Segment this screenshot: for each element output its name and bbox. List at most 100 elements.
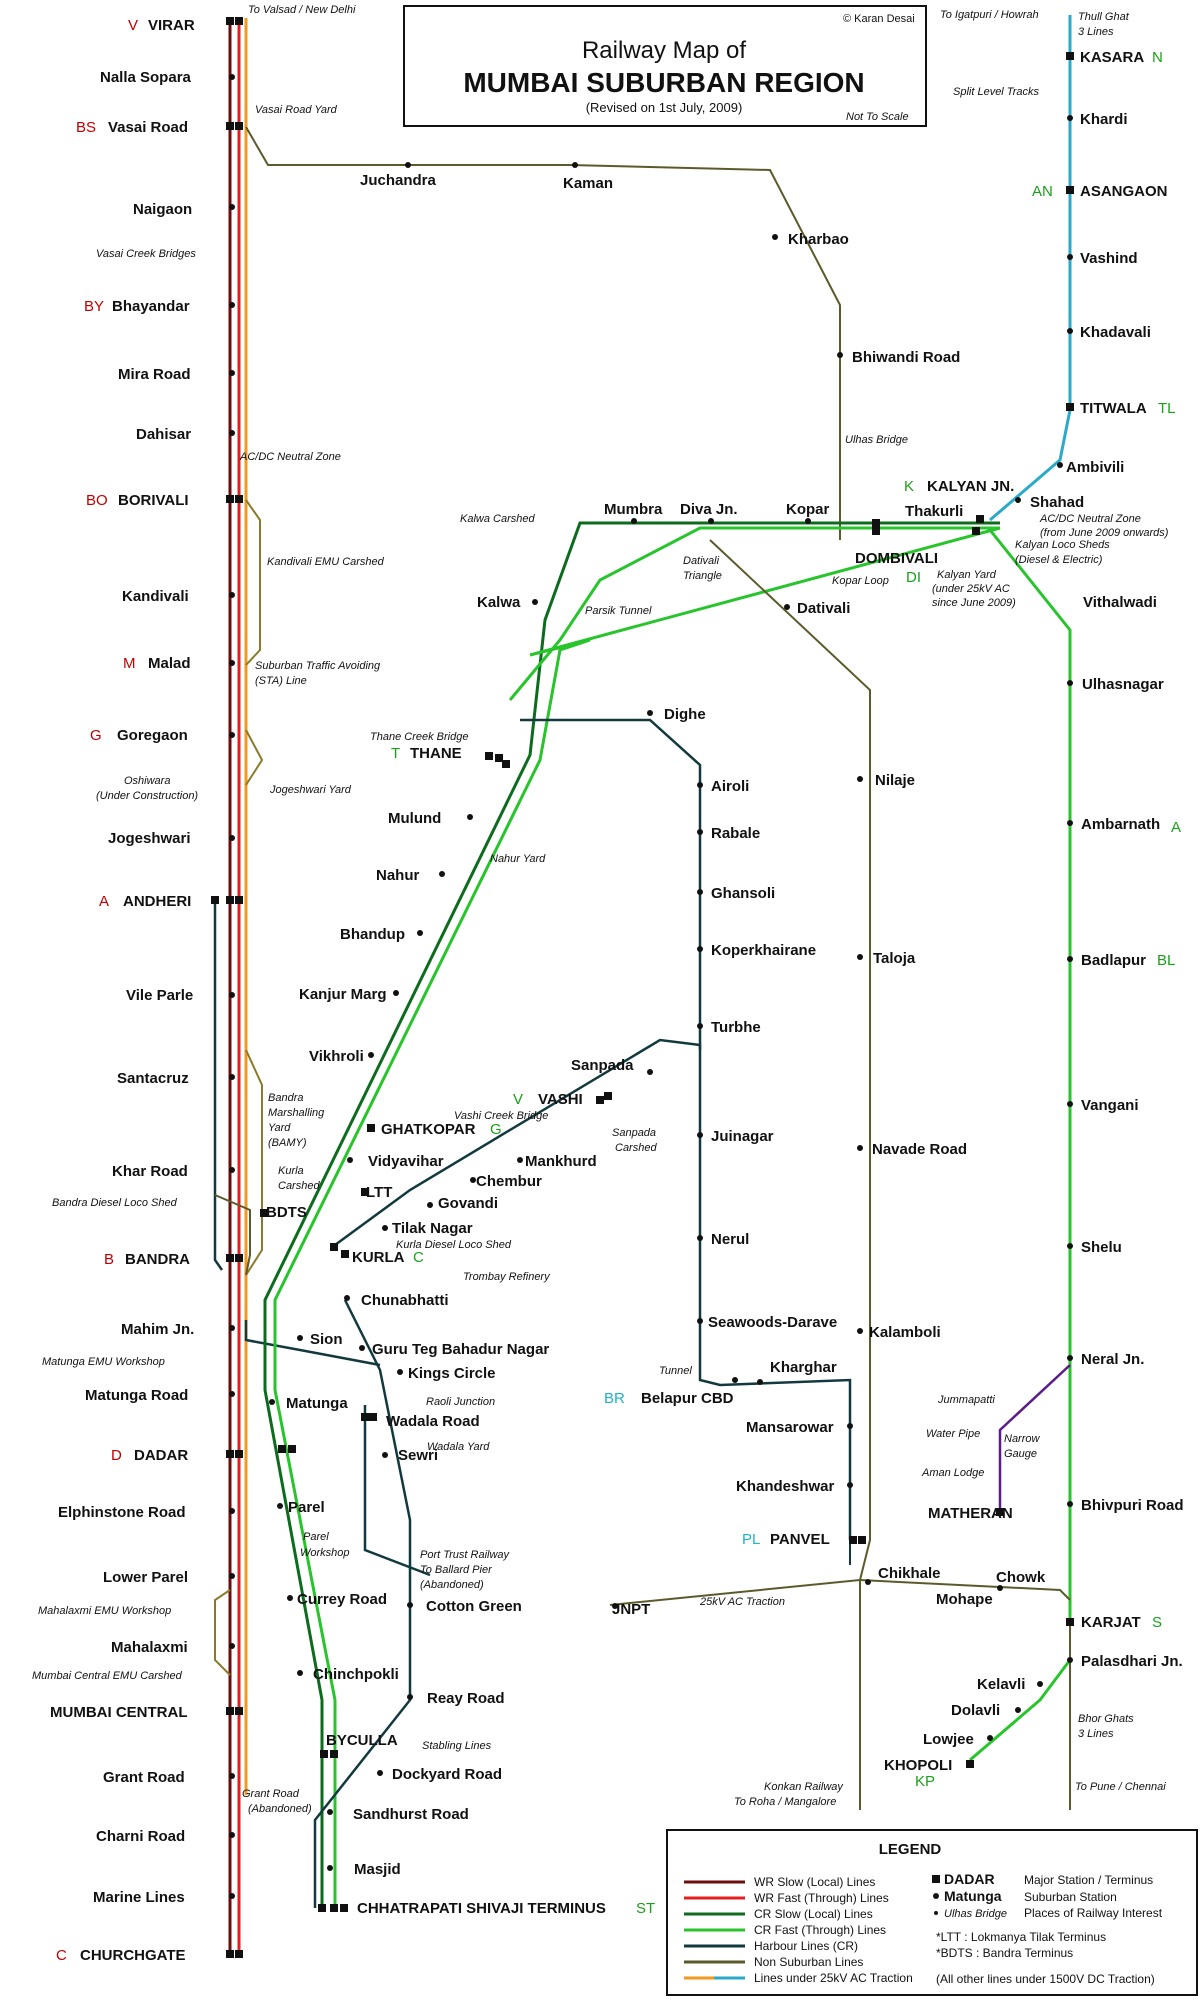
label-sanpada[interactable]: Sanpada bbox=[571, 1057, 634, 1074]
label-vile-parle[interactable]: Vile Parle bbox=[126, 987, 193, 1004]
stn-dadar[interactable]: D DADAR bbox=[111, 1447, 188, 1464]
label-matunga-road[interactable]: Matunga Road bbox=[85, 1387, 188, 1404]
label-currey-road[interactable]: Currey Road bbox=[297, 1591, 387, 1608]
stn-kasara[interactable]: KASARA N bbox=[1080, 49, 1163, 66]
stn-dombivali[interactable]: DOMBIVALI DI bbox=[855, 550, 938, 586]
label-cotton-green[interactable]: Cotton Green bbox=[426, 1598, 522, 1615]
stn-ambarnath[interactable]: Ambarnath A bbox=[1081, 816, 1181, 836]
label-bhiwandi[interactable]: Bhiwandi Road bbox=[852, 349, 960, 366]
label-navade[interactable]: Navade Road bbox=[872, 1141, 967, 1158]
stn-malad[interactable]: M Malad bbox=[123, 655, 191, 672]
label-rabale[interactable]: Rabale bbox=[711, 825, 760, 842]
label-nalla-sopara[interactable]: Nalla Sopara bbox=[100, 69, 192, 86]
label-sewri[interactable]: Sewri bbox=[398, 1447, 438, 1464]
label-turbhe[interactable]: Turbhe bbox=[711, 1019, 761, 1036]
stn-titwala[interactable]: TITWALA TL bbox=[1080, 400, 1176, 417]
stn-thane[interactable]: T THANE bbox=[391, 745, 462, 762]
label-lowjee[interactable]: Lowjee bbox=[923, 1731, 974, 1748]
label-neral[interactable]: Neral Jn. bbox=[1081, 1351, 1144, 1368]
label-koperkhairane[interactable]: Koperkhairane bbox=[711, 942, 816, 959]
label-diva[interactable]: Diva Jn. bbox=[680, 501, 738, 518]
label-vidyavihar[interactable]: Vidyavihar bbox=[368, 1153, 444, 1170]
stn-andheri[interactable]: A ANDHERI bbox=[99, 893, 191, 910]
stn-karjat[interactable]: KARJAT S bbox=[1081, 1614, 1162, 1631]
label-chembur[interactable]: Chembur bbox=[476, 1173, 542, 1190]
label-airoli[interactable]: Airoli bbox=[711, 778, 749, 795]
label-chowk[interactable]: Chowk bbox=[996, 1569, 1046, 1586]
label-thakurli[interactable]: Thakurli bbox=[905, 503, 963, 520]
label-kharghar[interactable]: Kharghar bbox=[770, 1359, 837, 1376]
label-santacruz[interactable]: Santacruz bbox=[117, 1070, 189, 1087]
stn-vasai[interactable]: BS Vasai Road bbox=[76, 119, 188, 136]
label-vikhroli[interactable]: Vikhroli bbox=[309, 1048, 364, 1065]
label-taloja[interactable]: Taloja bbox=[873, 950, 916, 967]
stn-kalyan[interactable]: K KALYAN JN. bbox=[904, 478, 1014, 495]
label-bhivpuri[interactable]: Bhivpuri Road bbox=[1081, 1497, 1184, 1514]
label-mansarowar[interactable]: Mansarowar bbox=[746, 1419, 834, 1436]
stn-kurla[interactable]: KURLA C bbox=[352, 1249, 424, 1266]
label-parel[interactable]: Parel bbox=[288, 1499, 325, 1516]
label-sion[interactable]: Sion bbox=[310, 1331, 343, 1348]
label-kopar[interactable]: Kopar bbox=[786, 501, 830, 518]
label-chikhale[interactable]: Chikhale bbox=[878, 1565, 941, 1582]
label-khardi[interactable]: Khardi bbox=[1080, 111, 1128, 128]
label-mankhurd[interactable]: Mankhurd bbox=[525, 1153, 597, 1170]
label-reay-road[interactable]: Reay Road bbox=[427, 1690, 505, 1707]
label-masjid[interactable]: Masjid bbox=[354, 1861, 401, 1878]
label-seawoods[interactable]: Seawoods-Darave bbox=[708, 1314, 837, 1331]
stn-ghatkopar[interactable]: GHATKOPAR G bbox=[381, 1121, 502, 1138]
label-kelavli[interactable]: Kelavli bbox=[977, 1676, 1025, 1693]
label-naigaon[interactable]: Naigaon bbox=[133, 201, 192, 218]
label-mohape[interactable]: Mohape bbox=[936, 1591, 993, 1608]
stn-badlapur[interactable]: Badlapur BL bbox=[1081, 952, 1175, 969]
label-kaman[interactable]: Kaman bbox=[563, 175, 613, 192]
label-bdts[interactable]: BDTS bbox=[266, 1204, 307, 1221]
label-matunga[interactable]: Matunga bbox=[286, 1395, 348, 1412]
stn-belapur[interactable]: BR Belapur CBD bbox=[604, 1390, 734, 1407]
label-khadavali[interactable]: Khadavali bbox=[1080, 324, 1151, 341]
label-tilak-nagar[interactable]: Tilak Nagar bbox=[392, 1220, 473, 1237]
label-kanjur[interactable]: Kanjur Marg bbox=[299, 986, 387, 1003]
label-matheran[interactable]: MATHERAN bbox=[928, 1505, 1013, 1522]
label-chinchpokli[interactable]: Chinchpokli bbox=[313, 1666, 399, 1683]
label-dockyard[interactable]: Dockyard Road bbox=[392, 1766, 502, 1783]
stn-virar[interactable]: V VIRAR bbox=[128, 17, 243, 34]
label-ltt[interactable]: LTT bbox=[366, 1184, 392, 1201]
label-kings-circle[interactable]: Kings Circle bbox=[408, 1365, 496, 1382]
label-mumbra[interactable]: Mumbra bbox=[604, 501, 663, 518]
label-kalamboli[interactable]: Kalamboli bbox=[869, 1324, 941, 1341]
label-charni-road[interactable]: Charni Road bbox=[96, 1828, 185, 1845]
label-byculla[interactable]: BYCULLA bbox=[326, 1732, 398, 1749]
label-mulund[interactable]: Mulund bbox=[388, 810, 441, 827]
label-gtb-nagar[interactable]: Guru Teg Bahadur Nagar bbox=[372, 1341, 549, 1358]
label-palasdhari[interactable]: Palasdhari Jn. bbox=[1081, 1653, 1183, 1670]
label-grant-road[interactable]: Grant Road bbox=[103, 1769, 185, 1786]
stn-borivali[interactable]: BO BORIVALI bbox=[86, 492, 189, 509]
label-jogeshwari[interactable]: Jogeshwari bbox=[108, 830, 191, 847]
label-nilaje[interactable]: Nilaje bbox=[875, 772, 915, 789]
label-vangani[interactable]: Vangani bbox=[1081, 1097, 1139, 1114]
label-dighe[interactable]: Dighe bbox=[664, 706, 706, 723]
label-kandivali[interactable]: Kandivali bbox=[122, 588, 189, 605]
label-nahur[interactable]: Nahur bbox=[376, 867, 420, 884]
stn-khopoli[interactable]: KHOPOLI KP bbox=[884, 1757, 952, 1790]
stn-asangaon[interactable]: AN ASANGAON bbox=[1032, 183, 1168, 200]
label-ghansoli[interactable]: Ghansoli bbox=[711, 885, 775, 902]
label-kalwa[interactable]: Kalwa bbox=[477, 594, 521, 611]
stn-cst[interactable]: CHHATRAPATI SHIVAJI TERMINUS ST bbox=[357, 1900, 655, 1917]
label-vithalwadi[interactable]: Vithalwadi bbox=[1083, 594, 1157, 611]
label-lower-parel[interactable]: Lower Parel bbox=[103, 1569, 188, 1586]
label-nerul[interactable]: Nerul bbox=[711, 1231, 749, 1248]
label-jnpt[interactable]: JNPT bbox=[612, 1601, 650, 1618]
label-dolavli[interactable]: Dolavli bbox=[951, 1702, 1000, 1719]
label-mira-road[interactable]: Mira Road bbox=[118, 366, 191, 383]
label-govandi[interactable]: Govandi bbox=[438, 1195, 498, 1212]
label-dativali[interactable]: Dativali bbox=[797, 600, 850, 617]
label-shelu[interactable]: Shelu bbox=[1081, 1239, 1122, 1256]
label-sandhurst[interactable]: Sandhurst Road bbox=[353, 1806, 469, 1823]
stn-panvel[interactable]: PL PANVEL bbox=[742, 1531, 830, 1548]
label-juinagar[interactable]: Juinagar bbox=[711, 1128, 774, 1145]
label-juchandra[interactable]: Juchandra bbox=[360, 172, 437, 189]
label-vashind[interactable]: Vashind bbox=[1080, 250, 1138, 267]
label-ambivili[interactable]: Ambivili bbox=[1066, 459, 1124, 476]
